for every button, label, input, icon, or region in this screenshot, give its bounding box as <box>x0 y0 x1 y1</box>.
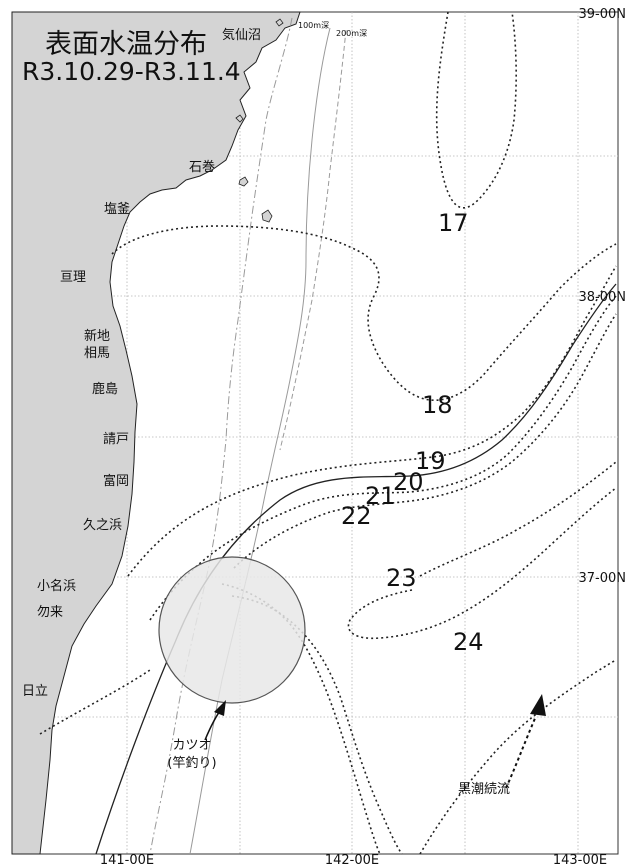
place-onahama: 小名浜 <box>37 578 76 594</box>
current-label: 黒潮続流 <box>458 782 510 797</box>
place-hisanohama: 久之浜 <box>83 518 122 533</box>
isotherm-label-23: 23 <box>386 564 417 592</box>
place-watari: 亘理 <box>60 270 86 285</box>
isotherm-label-19: 19 <box>415 447 446 475</box>
current-arrowhead <box>530 694 546 716</box>
island-3 <box>235 114 244 123</box>
fishing-ground-label: カツオ <box>172 738 211 753</box>
isotherm-18-north <box>111 225 617 401</box>
contour-100m <box>149 17 293 855</box>
isotherm-23 <box>419 461 617 577</box>
current-arrow <box>505 715 537 789</box>
isotherm-23-a <box>221 583 381 855</box>
land-mass <box>11 11 301 855</box>
lat-label-37: 37-00N <box>579 571 627 586</box>
place-soma: 相馬 <box>84 346 110 361</box>
isotherm-20 <box>95 283 617 855</box>
isotherm-label-24: 24 <box>453 628 484 656</box>
place-tomioka: 富岡 <box>103 473 129 489</box>
title-line1: 表面水温分布 <box>45 29 207 60</box>
place-ukedo: 請戸 <box>103 432 129 447</box>
fishing-ground-area <box>158 556 306 704</box>
place-hitachi: 日立 <box>22 684 48 699</box>
island-2 <box>238 176 249 187</box>
isotherm-19 <box>127 265 617 577</box>
isotherm-21 <box>149 295 617 621</box>
isotherm-label-20: 20 <box>393 468 424 496</box>
isotherm-24-lower <box>419 659 617 855</box>
isotherm-label-18: 18 <box>422 391 453 419</box>
isotherm-label-17: 17 <box>438 209 469 237</box>
depth-label-100m: 100m深 <box>298 21 329 30</box>
title-line2: R3.10.29-R3.11.4 <box>22 57 241 86</box>
island-4 <box>275 18 284 27</box>
lat-label-38: 38-00N <box>579 290 627 305</box>
place-shiogama: 塩釜 <box>104 202 130 217</box>
place-nakoso: 勿来 <box>37 605 63 620</box>
isotherm-22 <box>233 313 617 569</box>
isotherm-labels: 17 18 19 20 21 22 23 24 <box>341 209 484 656</box>
fishing-ground-arrowhead <box>214 700 226 716</box>
island-1 <box>261 209 273 223</box>
fishing-ground-sublabel: (竿釣り) <box>167 755 216 771</box>
isotherm-label-21: 21 <box>365 482 396 510</box>
isotherm-18-south <box>39 669 151 735</box>
place-kesennuma: 気仙沼 <box>222 27 261 43</box>
place-ishinomaki: 石巻 <box>189 160 215 175</box>
place-kashima: 鹿島 <box>92 381 118 397</box>
islands <box>235 18 284 223</box>
lon-label-141: 141-00E <box>100 853 154 866</box>
arrows <box>204 694 546 789</box>
lon-label-143: 143-00E <box>553 853 607 866</box>
lat-label-39: 39-00N <box>579 7 627 22</box>
lon-label-142: 142-00E <box>325 853 379 866</box>
depth-label-200m: 200m深 <box>336 29 367 38</box>
isotherm-label-22: 22 <box>341 502 372 530</box>
place-shinchi: 新地 <box>84 328 110 344</box>
place-names: 気仙沼 石巻 塩釜 亘理 新地 相馬 鹿島 請戸 富岡 久之浜 小名浜 勿来 日… <box>22 27 261 699</box>
